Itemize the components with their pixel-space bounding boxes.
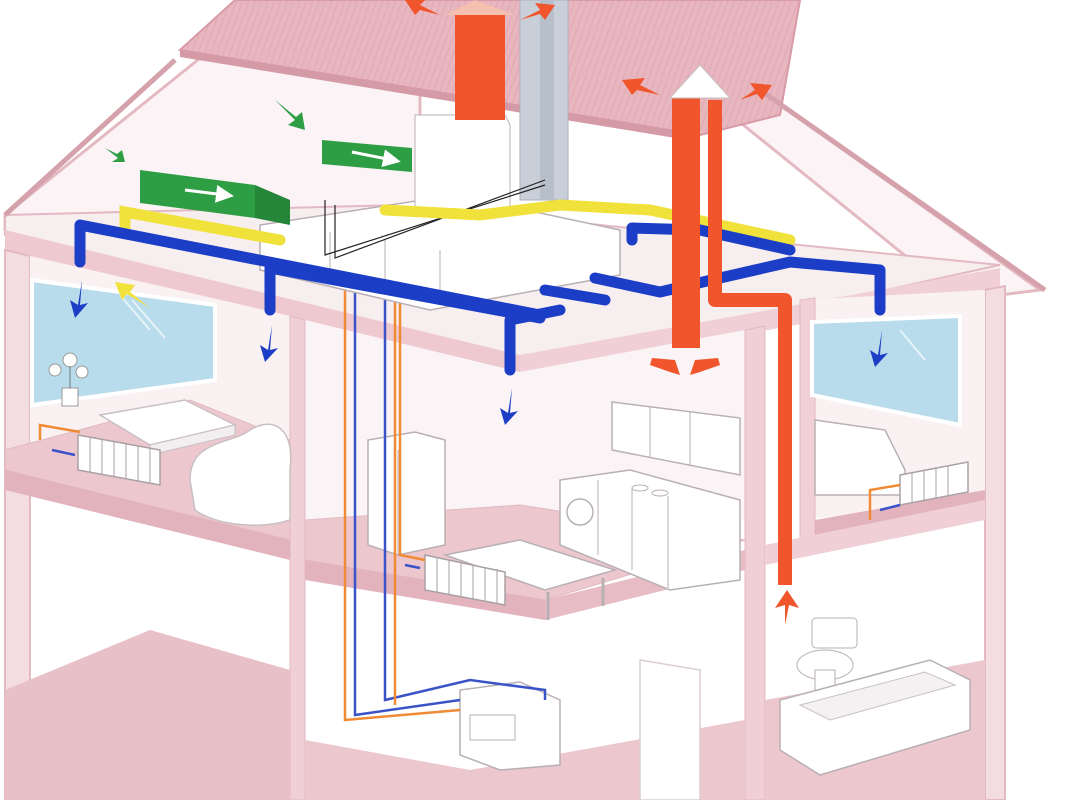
kitchen-upper-cabinets [611, 401, 741, 476]
supply-air-ducts [74, 219, 886, 376]
arrow-icon [260, 325, 278, 362]
kitchen-counter [559, 469, 741, 591]
arrow-icon [650, 358, 680, 375]
attic-floor-edge [5, 230, 520, 375]
heating-return-pipe [353, 280, 461, 717]
roof-left-eave [3, 58, 177, 217]
arrow-icon [105, 148, 125, 162]
arrow-icon [775, 590, 799, 625]
heating-flow-pipe [343, 280, 461, 722]
radiator-icon [424, 554, 506, 606]
exhaust-ducts [445, 0, 792, 585]
plant-icon [48, 352, 89, 407]
arrow-icon [870, 330, 888, 367]
arrow-icon [115, 282, 150, 308]
armchair [189, 423, 292, 526]
right-wall [984, 284, 1006, 800]
left-wall [4, 248, 31, 800]
fresh-air-ducts [140, 140, 412, 225]
arrow-icon [622, 78, 660, 95]
ground-floor-left [5, 630, 290, 800]
fridge [367, 431, 446, 556]
washing-machine-door [566, 498, 594, 526]
arrow-icon [500, 388, 518, 425]
arrow-icon [740, 83, 772, 100]
arrow-icon [520, 3, 555, 20]
partition-wall-1 [289, 315, 306, 800]
roof-right-eave [758, 87, 1047, 293]
partition-wall-2 [744, 325, 766, 800]
extract-stack [672, 98, 700, 348]
arrow-icon [405, 0, 440, 15]
first-floor-left-edge [5, 470, 290, 560]
airflow-arrows [70, 0, 888, 625]
roof-front-edge [180, 50, 700, 142]
arrow-icon [70, 280, 88, 318]
radiators [77, 434, 969, 606]
furniture [97, 399, 971, 800]
toilet-icon [796, 617, 858, 691]
arrow-icon [275, 100, 305, 130]
door [639, 659, 701, 800]
window-right [810, 313, 962, 428]
dining-table [442, 539, 618, 591]
arrow-icon [690, 358, 720, 375]
right-mid-beam [765, 500, 985, 565]
radiator-icon [77, 434, 161, 486]
radiator-icon [899, 461, 969, 506]
exhaust-chimney-top [455, 15, 505, 120]
